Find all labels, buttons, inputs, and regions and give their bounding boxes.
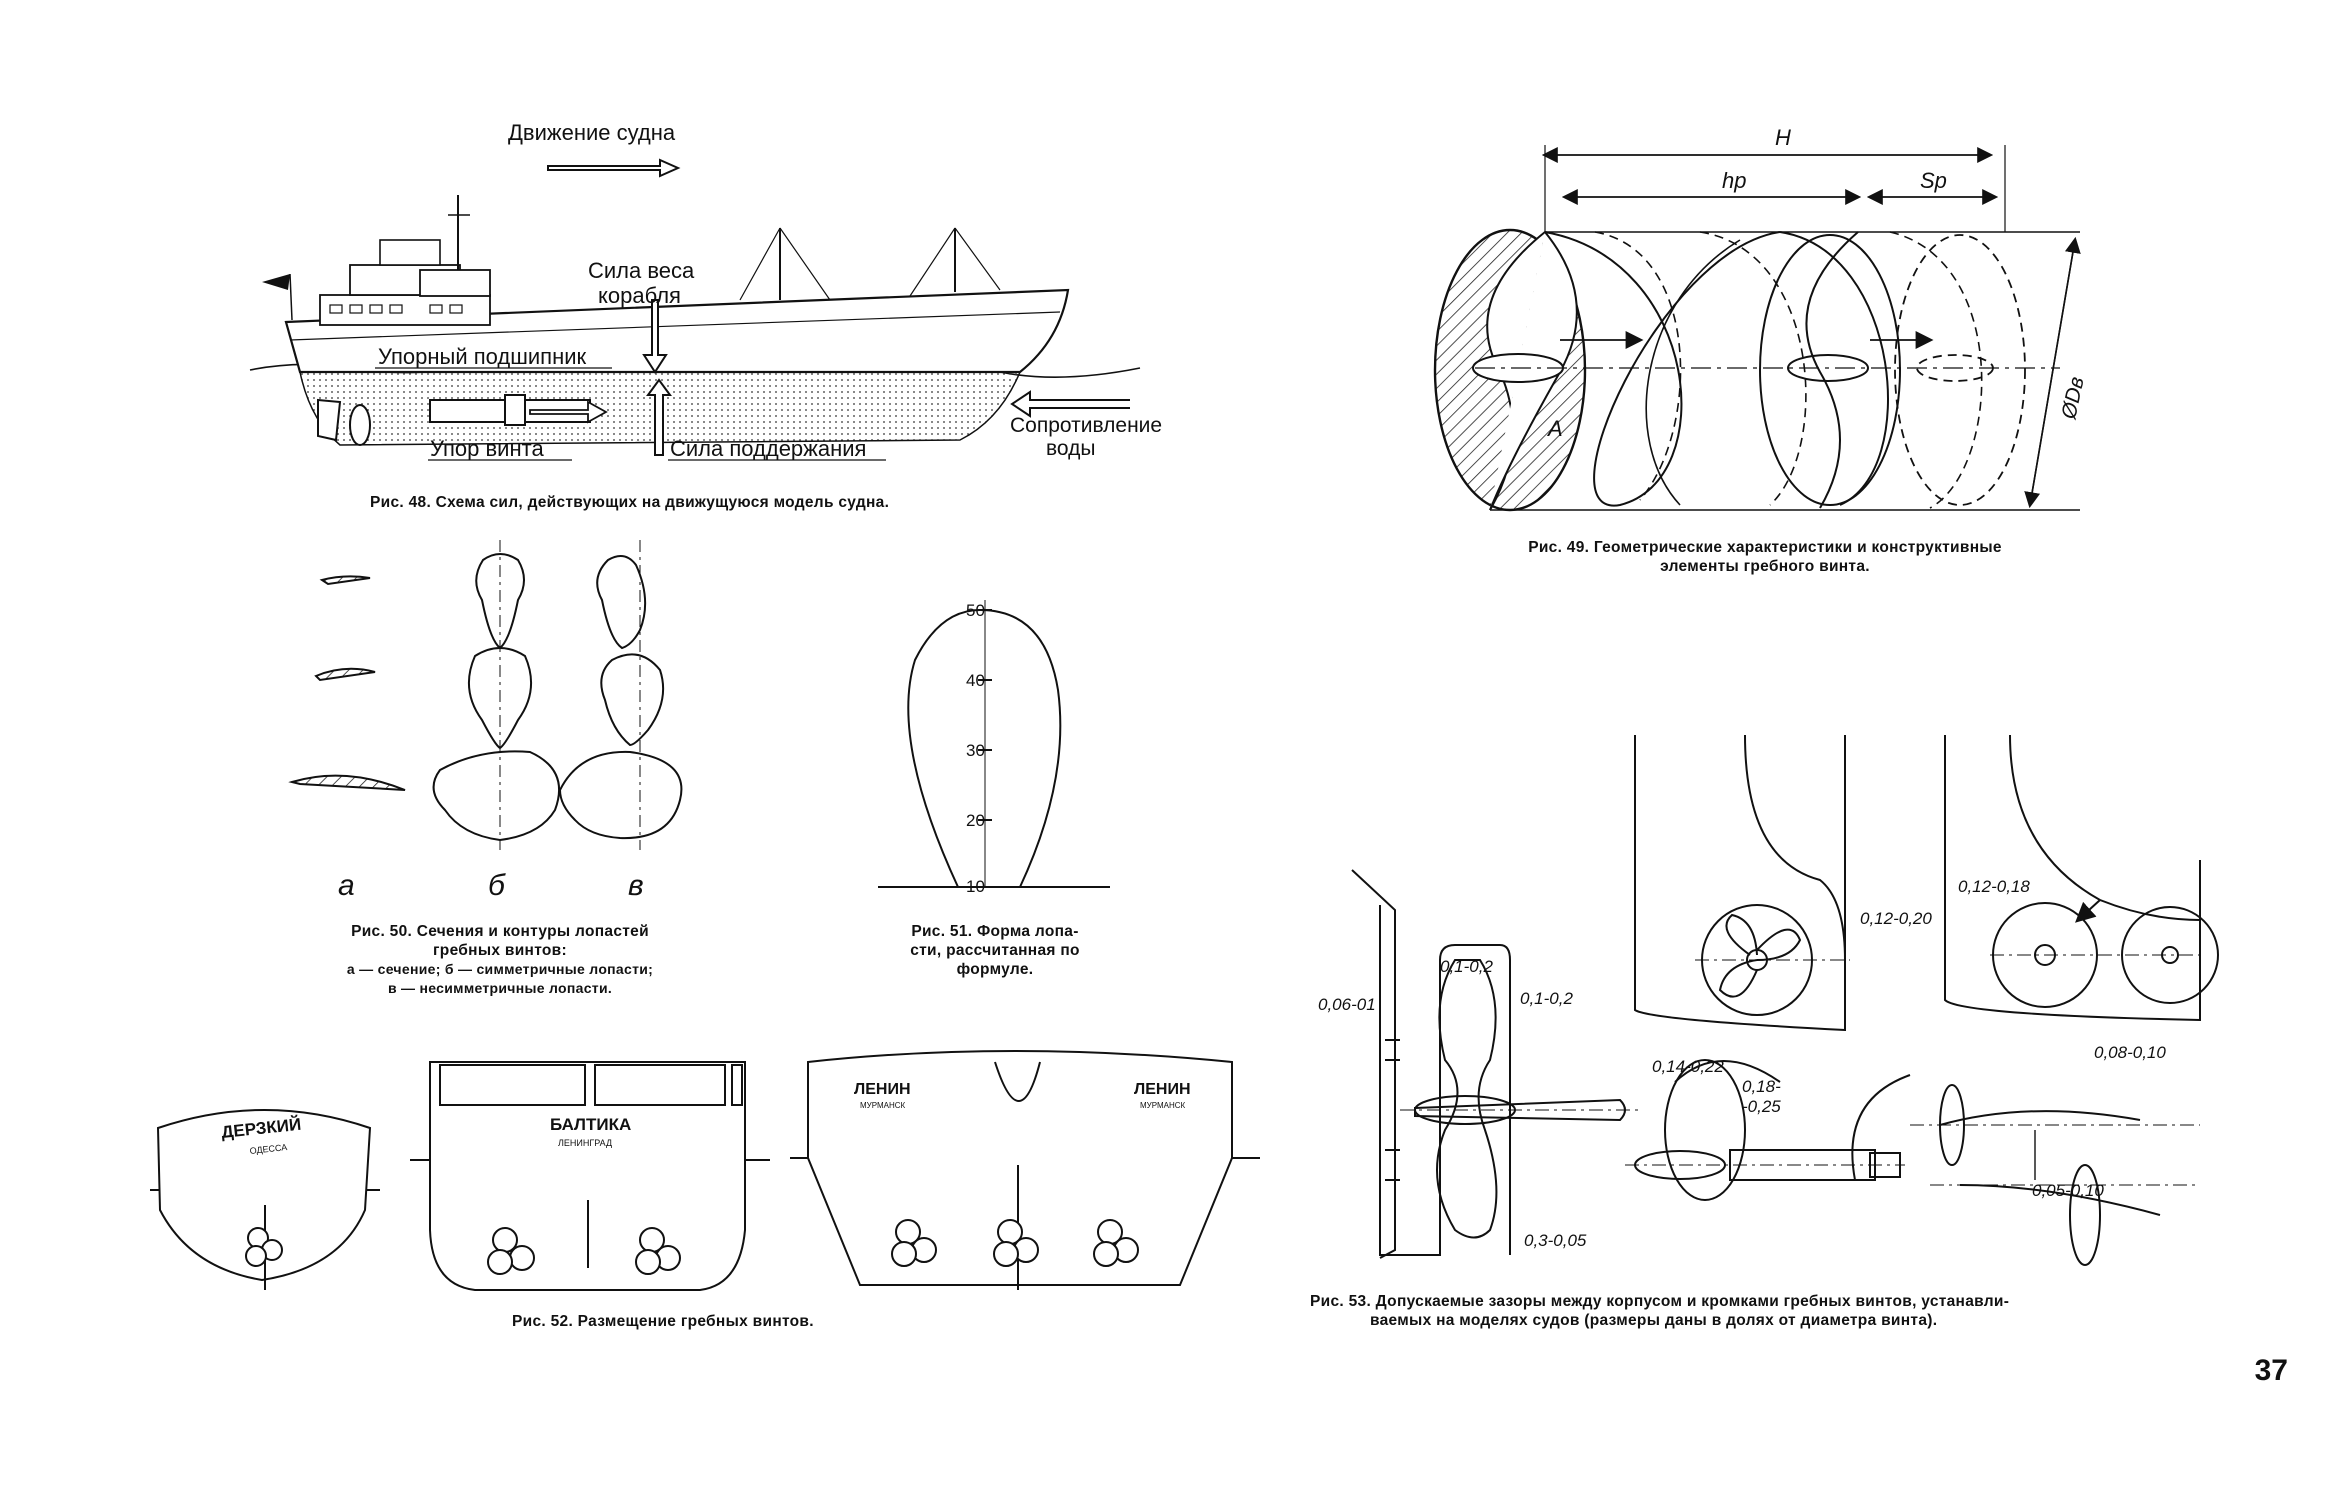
fig53-clearances [1351, 734, 2219, 1266]
fig52-caption: Рис. 52. Размещение гребных винтов. [512, 1313, 814, 1330]
fig48-bearing-label: Упорный подшипник [378, 344, 587, 369]
fig51-tick-10: 10 [966, 877, 985, 896]
fig52-ship3-name-right: ЛЕНИН [1134, 1081, 1191, 1098]
fig53-dim-012-018: 0,12-0,18 [1958, 877, 2030, 896]
fig50-caption-line-2: гребных винтов: [433, 942, 567, 959]
fig53-dim-01-02-a: 0,1-0,2 [1440, 957, 1493, 976]
fig52-ship3-name-left: ЛЕНИН [854, 1081, 911, 1098]
fig50-blade-sections [288, 540, 683, 850]
fig49-propeller-geometry [1433, 145, 2081, 512]
fig48-weight-label-1: Сила веса [588, 258, 695, 283]
fig52-port2: ЛЕНИНГРАД [558, 1138, 612, 1148]
fig51-tick-20: 20 [966, 811, 985, 830]
fig53-dim-008-010: 0,08-0,10 [2094, 1043, 2166, 1062]
fig53-caption-line-2: ваемых на моделях судов (размеры даны в … [1370, 1312, 1938, 1329]
fig51-tick-30: 30 [966, 741, 985, 760]
fig53-dim-025: -0,25 [1742, 1097, 1781, 1116]
fig52-port3-left: МУРМАНСК [860, 1101, 906, 1110]
fig52-ship2-name: БАЛТИКА [550, 1115, 631, 1134]
fig48-caption: Рис. 48. Схема сил, действующих на движу… [370, 494, 890, 511]
fig48-support-label: Сила поддержания [670, 436, 866, 461]
fig53-dimension-labels: 0,06-01 0,1-0,2 0,1-0,2 0,3-0,05 0,14-0,… [1318, 877, 2166, 1250]
fig50-caption: Рис. 50. Сечения и контуры лопастей греб… [280, 922, 720, 998]
fig49-hp-label: hp [1722, 168, 1746, 193]
fig52-sterns [150, 1050, 1260, 1291]
fig50-label-a: а [338, 869, 355, 902]
fig49-caption: Рис. 49. Геометрические характеристики и… [1440, 538, 2090, 576]
fig50-caption-line-4: в — несимметричные лопасти. [387, 980, 613, 996]
fig53-dim-03-005: 0,3-0,05 [1524, 1231, 1587, 1250]
fig53-dim-005-010: 0,05-0,10 [2032, 1181, 2104, 1200]
fig53-dim-006-01: 0,06-01 [1318, 995, 1376, 1014]
fig53-caption-line-1: Рис. 53. Допускаемые зазоры между корпус… [1310, 1293, 2010, 1310]
motion-arrow-icon [547, 158, 681, 178]
page-number: 37 [2254, 1354, 2288, 1387]
fig49-D-label: ØDв [2057, 375, 2089, 422]
fig51-caption-line-1: Рис. 51. Форма лопа- [911, 923, 1079, 940]
fig51-tick-50: 50 [966, 601, 985, 620]
fig53-dim-018: 0,18- [1742, 1077, 1781, 1096]
fig49-Sp-label: Sp [1920, 168, 1947, 193]
fig48-resistance-label-2: воды [1046, 437, 1096, 460]
fig49-A-label: A [1546, 416, 1563, 441]
fig50-caption-line-1: Рис. 50. Сечения и контуры лопастей [351, 923, 649, 940]
fig52-port1: ОДЕССА [249, 1142, 288, 1156]
fig51-caption-line-2: сти, рассчитанная по [910, 942, 1080, 959]
fig51-tick-40: 40 [966, 671, 985, 690]
fig51-caption-line-3: формуле. [956, 961, 1034, 978]
fig49-caption-line-1: Рис. 49. Геометрические характеристики и… [1528, 539, 2002, 556]
fig53-dim-014-022: 0,14-0,22 [1652, 1057, 1724, 1076]
fig49-caption-line-2: элементы гребного винта. [1660, 558, 1870, 575]
fig48-motion-label: Движение судна [508, 120, 676, 145]
fig49-H-label: H [1775, 125, 1791, 150]
fig50-label-b: б [488, 869, 506, 902]
fig48-thrust-label: Упор винта [430, 436, 544, 461]
fig50-caption-line-3: а — сечение; б — симметричные лопасти; [346, 961, 654, 977]
fig50-label-v: в [628, 869, 644, 902]
fig52-port3-right: МУРМАНСК [1140, 1101, 1186, 1110]
fig53-caption: Рис. 53. Допускаемые зазоры между корпус… [1310, 1292, 2260, 1330]
fig51-blade-form [878, 600, 1110, 888]
fig51-caption: Рис. 51. Форма лопа- сти, рассчитанная п… [870, 922, 1120, 979]
fig53-dim-01-02-b: 0,1-0,2 [1520, 989, 1573, 1008]
fig48-weight-label-2: корабля [598, 283, 681, 308]
fig48-ship-diagram: Движение судна [249, 120, 1162, 461]
fig53-dim-012-020: 0,12-0,20 [1860, 909, 1932, 928]
fig48-resistance-label-1: Сопротивление [1010, 414, 1162, 437]
